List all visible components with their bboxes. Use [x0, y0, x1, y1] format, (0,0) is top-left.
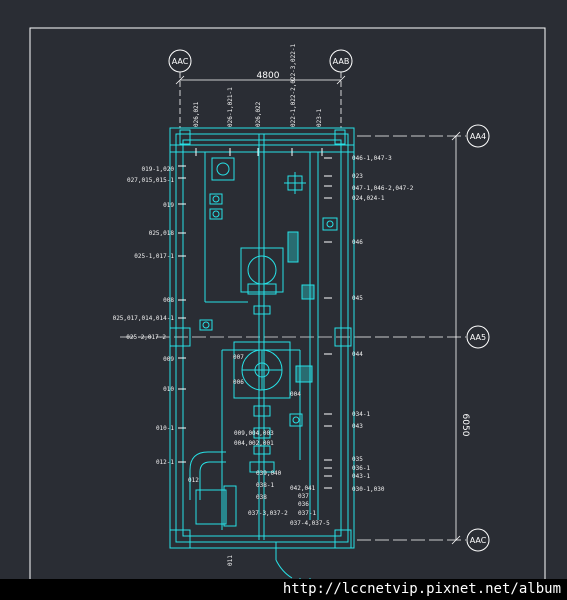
top-label: 026,022 — [255, 101, 262, 127]
inner-label: 042,041 — [290, 485, 316, 492]
svg-text:AAC: AAC — [172, 57, 189, 66]
inner-label: 038-1 — [256, 482, 274, 489]
right-label: 036-1 — [352, 465, 370, 472]
inner-label: 007 — [233, 354, 244, 361]
grid-bubble-top-left: AAC — [168, 49, 192, 73]
left-label: 009 — [163, 356, 174, 363]
left-label: 025,017,014,014-1 — [113, 315, 175, 322]
grid-bubble-top-right: AAB — [329, 49, 353, 73]
left-labels: 019-1,020 027,015,015-1 019 025,018 025-… — [113, 166, 175, 466]
inner-label: 037 — [298, 493, 309, 500]
left-label: 010 — [163, 386, 174, 393]
top-label: 026,021 — [193, 101, 200, 127]
svg-text:AAC: AAC — [470, 536, 487, 545]
inner-label: 037-4,037-5 — [290, 520, 330, 527]
equipment — [189, 134, 338, 600]
bottom-label: 011 — [227, 555, 234, 566]
right-label: 023 — [352, 173, 363, 180]
grid-bubble-right-mid: AA5 — [466, 325, 490, 349]
top-label: 023-1 — [316, 109, 323, 127]
left-label: 027,015,015-1 — [127, 177, 174, 184]
inner-label: 009,004,003 — [234, 430, 274, 437]
room-walls — [169, 127, 355, 549]
left-label: 019-1,020 — [141, 166, 174, 173]
top-label: 022-1,022-2,022-3,022-1 — [290, 44, 297, 127]
left-label: 025-1,017-1 — [134, 253, 174, 260]
inner-label: 038 — [256, 494, 267, 501]
watermark-text: http://lccnetvip.pixnet.net/album — [282, 581, 561, 597]
left-label: 008 — [163, 297, 174, 304]
right-label: 046 — [352, 239, 363, 246]
right-label: 030-1,030 — [352, 486, 385, 493]
inner-labels: 007 006 004 009,004,003 004,002,001 039,… — [188, 354, 330, 527]
grid-bubble-right-bottom: AAC — [466, 528, 490, 552]
inner-label: 037-1 — [298, 510, 316, 517]
right-label: 024,024-1 — [352, 195, 385, 202]
right-label: 047-1,046-2,047-2 — [352, 185, 414, 192]
right-label: 046-1,047-3 — [352, 155, 392, 162]
grid-lines — [120, 72, 466, 541]
inner-label: 004,002,001 — [234, 440, 274, 447]
grid-bubble-right-top: AA4 — [466, 124, 490, 148]
left-label: 010-1 — [156, 425, 174, 432]
svg-text:AA5: AA5 — [470, 333, 486, 342]
right-labels: 046-1,047-3 023 047-1,046-2,047-2 024,02… — [352, 155, 414, 493]
watermark-bar: http://lccnetvip.pixnet.net/album — [0, 579, 567, 600]
dimension-lines — [175, 75, 461, 545]
inner-label: 004 — [290, 391, 301, 398]
inner-label: 037-3,037-2 — [248, 510, 288, 517]
left-label: 025,018 — [149, 230, 175, 237]
inner-label: 006 — [233, 379, 244, 386]
inner-label: 012 — [188, 477, 199, 484]
dimension-horizontal: 4800 — [257, 71, 280, 81]
right-label: 043-1 — [352, 473, 370, 480]
svg-text:AAB: AAB — [333, 57, 350, 66]
svg-text:AA4: AA4 — [470, 132, 486, 141]
inner-label: 039,040 — [256, 470, 282, 477]
right-label: 034-1 — [352, 411, 370, 418]
left-label: 019 — [163, 202, 174, 209]
left-label: 012-1 — [156, 459, 174, 466]
right-label: 045 — [352, 295, 363, 302]
right-label: 043 — [352, 423, 363, 430]
right-label: 044 — [352, 351, 363, 358]
top-labels: 026,021 026-1,021-1 026,022 022-1,022-2,… — [193, 44, 323, 127]
dimension-vertical: 6050 — [460, 414, 470, 437]
right-label: 035 — [352, 456, 363, 463]
inner-label: 036 — [298, 501, 309, 508]
top-label: 026-1,021-1 — [227, 87, 234, 127]
wall-tick-marks — [178, 148, 332, 489]
left-label: 025-2,017-2 — [126, 334, 166, 341]
sheet-border — [29, 27, 546, 589]
